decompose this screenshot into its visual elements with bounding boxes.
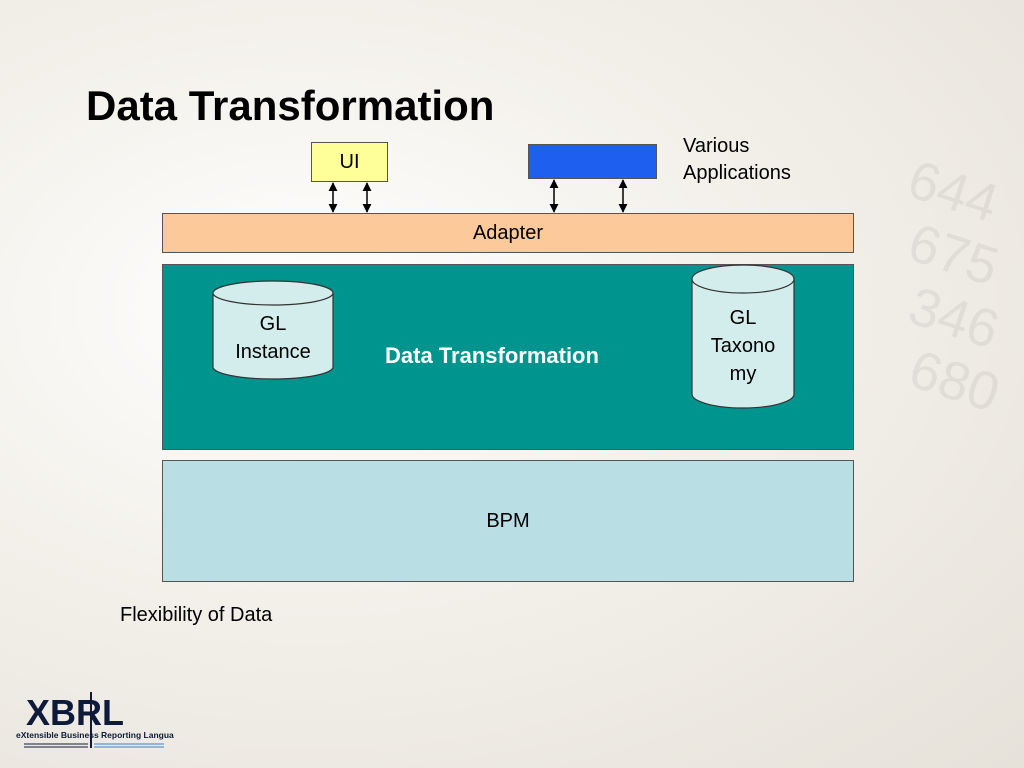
adapter-layer: Adapter xyxy=(162,213,854,253)
caption-flexibility: Flexibility of Data xyxy=(120,604,273,626)
xbrl-logo: XBRL eXtensible Business Reporting Langu… xyxy=(16,692,174,748)
various-applications-label: Various Applications xyxy=(683,135,791,184)
data-transformation-label: Data Transformation xyxy=(385,343,599,368)
gl-instance-cylinder xyxy=(212,280,334,380)
xbrl-logo-subtext: eXtensible Business Reporting Language xyxy=(16,730,174,740)
bpm-label: BPM xyxy=(486,509,530,532)
application-box xyxy=(528,144,657,179)
adapter-label: Adapter xyxy=(472,221,544,244)
page-title: Data Transformation xyxy=(86,82,495,129)
ui-label: UI xyxy=(339,150,360,173)
gl-instance-label: GL Instance xyxy=(235,313,311,363)
gl-taxonomy-label: GL Taxono my xyxy=(710,307,776,385)
xbrl-logo-text: XBRL xyxy=(26,692,124,733)
gl-taxonomy-cylinder xyxy=(691,264,795,409)
ui-box: UI xyxy=(311,142,388,182)
bpm-layer: BPM xyxy=(162,460,854,582)
